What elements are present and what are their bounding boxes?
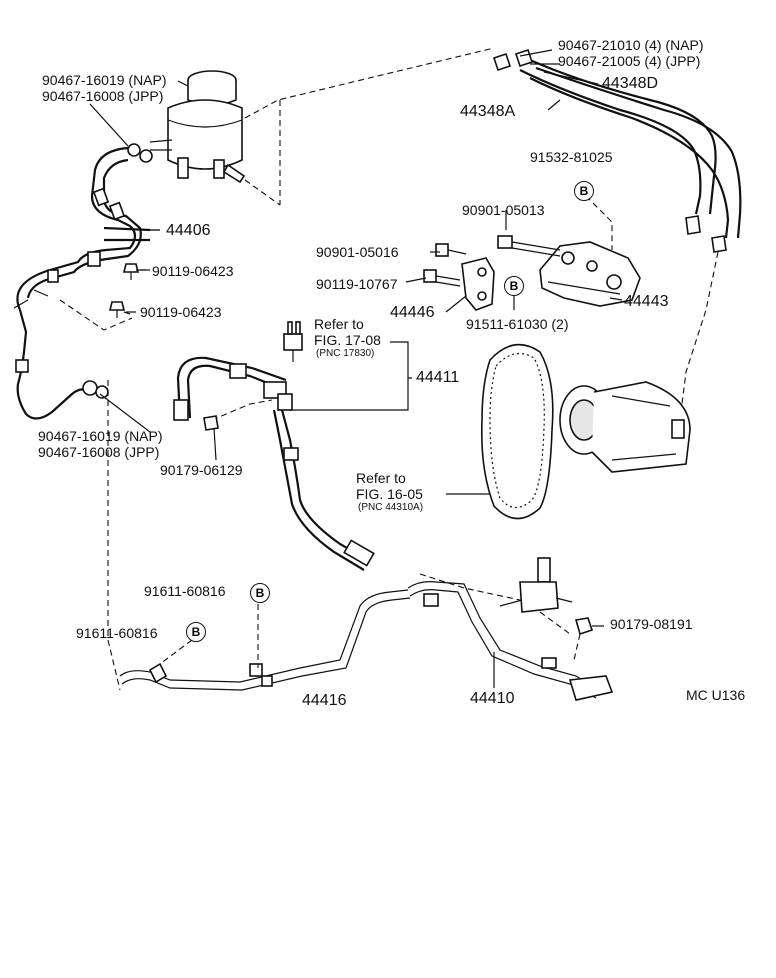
label-refer-17-line1: Refer to [314,316,364,332]
bracket-44443 [539,241,641,307]
bolt-05016 [435,243,467,257]
label-refer-17-pnc: (PNC 17830) [316,348,375,359]
label-refer-17-line2: FIG. 17-08 [314,332,381,348]
hose-44411 [173,356,375,571]
label-bolt-10767: 90119-10767 [316,276,398,292]
bolt-06423-b [108,301,136,318]
label-nut-08191: 90179-08191 [610,616,693,632]
band-b-3: B [250,583,270,603]
label-bolt-60816-a: 91611-60816 [144,583,226,599]
power-steering-pump [559,381,691,473]
label-bolt-06423-b: 90119-06423 [140,304,222,320]
label-bolt-61030: 91511-61030 (2) [466,316,569,332]
label-clamp-lower-nap: 90467-16019 (NAP) [38,428,163,444]
bolt-10767 [423,269,461,287]
label-tube-44416: 44416 [302,692,347,709]
leader-lines [89,49,623,688]
label-refer-16-line1: Refer to [356,470,406,486]
bolt-06129 [203,415,219,431]
return-hoses [492,48,742,253]
nut-08191 [574,617,594,636]
label-clip-top-jpp: 90467-21005 (4) (JPP) [558,53,701,69]
label-clamp-lower-jpp: 90467-16008 (JPP) [38,444,160,460]
bolt-05013 [497,235,561,257]
label-tube-44406: 44406 [166,222,211,239]
label-reservoir-cap-nap: 90467-16019 (NAP) [42,72,167,88]
label-bracket-44446: 44446 [390,304,435,321]
leader-reservoir-hose [244,47,495,119]
pressure-switch [283,321,303,362]
label-bolt-06423-a: 90119-06423 [152,263,234,279]
bolt-06423-a [122,263,150,280]
label-clip-top-nap: 90467-21010 (4) (NAP) [558,37,704,53]
label-bolt-05016: 90901-05016 [316,244,399,260]
band-b-2: B [504,276,524,296]
clamp-upper [127,143,153,163]
label-bolt-06129: 90179-06129 [160,462,243,478]
label-bolt-05013: 90901-05013 [462,202,545,218]
band-b-4: B [186,622,206,642]
label-reservoir-cap-jpp: 90467-16008 (JPP) [42,88,164,104]
reservoir-tank [149,70,246,184]
label-nut-81025: 91532-81025 [530,149,613,165]
label-hose-44411: 44411 [416,369,460,386]
label-tube-44410: 44410 [470,690,515,707]
band-b-1: B [574,181,594,201]
clamp-lower [82,380,109,399]
tube-44406 [13,146,160,420]
label-bolt-60816-b: 91611-60816 [76,625,158,641]
bracket-44446 [461,257,495,311]
label-hose-44348a: 44348A [460,103,516,120]
tube-44410 [407,581,614,701]
tube-44416 [119,589,411,691]
label-hose-44348d: 44348D [602,75,659,92]
label-figure-code: MC U136 [686,687,746,703]
drive-belt [480,343,554,520]
label-bracket-44443: 44443 [624,293,669,310]
label-refer-16-line2: FIG. 16-05 [356,486,423,502]
steering-gear-valve [499,557,573,613]
label-refer-16-pnc: (PNC 44310A) [358,502,424,513]
